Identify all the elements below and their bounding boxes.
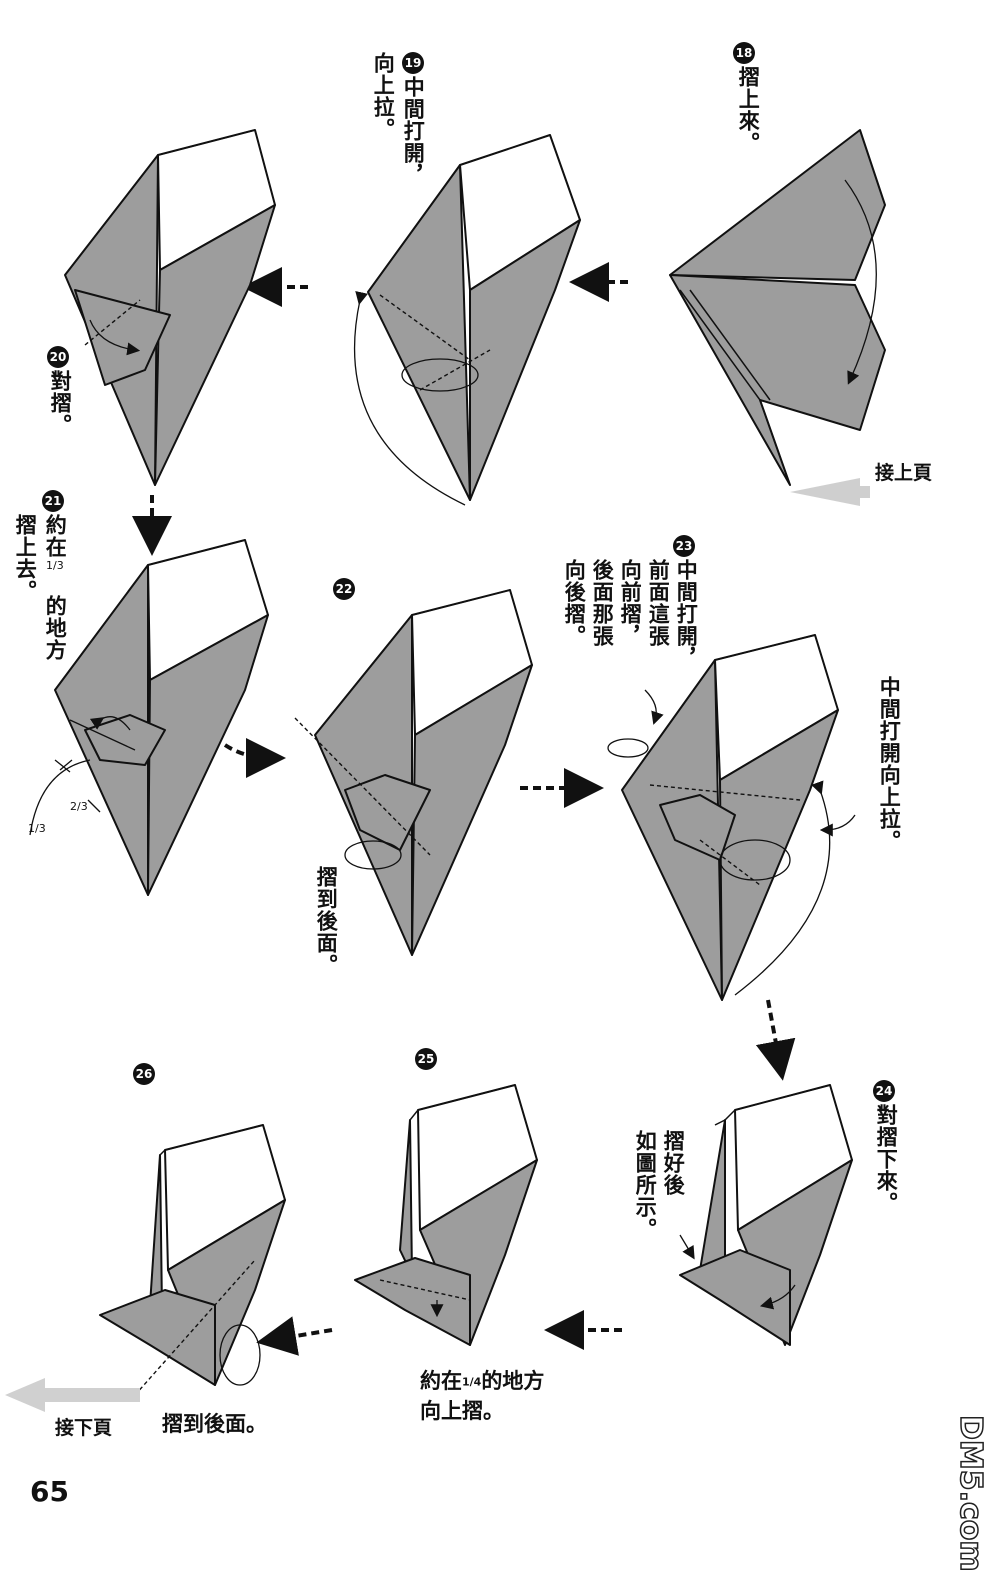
step-21-text-a: 約在 [43,514,68,558]
fraction-one-quarter: 1/4 [462,1375,482,1389]
figure-step-24 [679,1084,853,1346]
step-23-side-text: 中間打開向上拉。 [877,676,902,852]
step-21-text-b: 的地方 [43,595,68,661]
step-24-text: 對摺下來。 [874,1104,899,1214]
step-number-18: 18 [733,42,755,64]
figure-step-21 [29,539,269,896]
figure-step-26 [99,1124,286,1396]
step-number-21: 21 [42,490,64,512]
step-23-text-a: 中間打開， [674,559,699,669]
continue-from-arrow [790,478,870,506]
figure-step-25 [354,1084,538,1346]
step-23-text-e: 向後摺。 [562,559,587,647]
step-24-text-b: 摺好後 [661,1130,686,1196]
step-number-25: 25 [415,1048,437,1070]
step-19-text-a: 中間打開， [401,76,426,186]
step-25-text-c: 向上摺。 [420,1399,504,1423]
step-23-text-b: 前面這張 [646,559,671,647]
page-number: 65 [30,1475,69,1508]
step-20-text: 對摺。 [48,370,73,436]
figure-step-19 [353,134,581,506]
step-25-text-a-after: 的地方 [481,1369,545,1393]
figure-step-18 [669,129,886,486]
continue-from-label: 接上頁 [875,462,933,484]
step-21-fraction: 1/3 [46,559,64,572]
step-26-text: 摺到後面。 [162,1412,267,1436]
step-23-text-c: 向前摺， [618,559,643,647]
watermark-logo: DM5.com [948,1414,989,1572]
figure-step-23 [607,634,856,1001]
step-number-19: 19 [402,52,424,74]
continue-to-arrow [5,1378,140,1412]
step-19-text-b: 向上拉。 [371,52,396,140]
step-25-text-a: 約在1/4的地方 [420,1365,544,1395]
step-number-23: 23 [673,535,695,557]
fraction-label-two-thirds: 2/3 [70,800,88,813]
step-number-20: 20 [47,346,69,368]
arrow-23-24 [755,999,796,1081]
figure-step-20 [64,129,276,486]
arrow-21-22 [223,737,286,778]
figure-step-22 [294,589,533,956]
arrow-25-26 [256,1316,333,1356]
step-23-text-d: 後面那張 [590,559,615,647]
step-25-text-a-before: 約在 [420,1369,462,1393]
step-number-22: 22 [333,578,355,600]
fraction-one-third: 1/3 [46,559,64,572]
continue-to-label: 接下頁 [55,1417,113,1439]
step-21-text-c: 摺上去。 [13,514,38,602]
fraction-label-one-third: 1/3 [28,822,46,835]
step-number-24: 24 [873,1080,895,1102]
step-22-text: 摺到後面。 [314,866,339,976]
step-18-text: 摺上來。 [736,66,761,154]
step-24-text-c: 如圖所示。 [633,1130,658,1240]
watermark-text: DM5.com [952,1414,989,1572]
step-number-26: 26 [133,1063,155,1085]
